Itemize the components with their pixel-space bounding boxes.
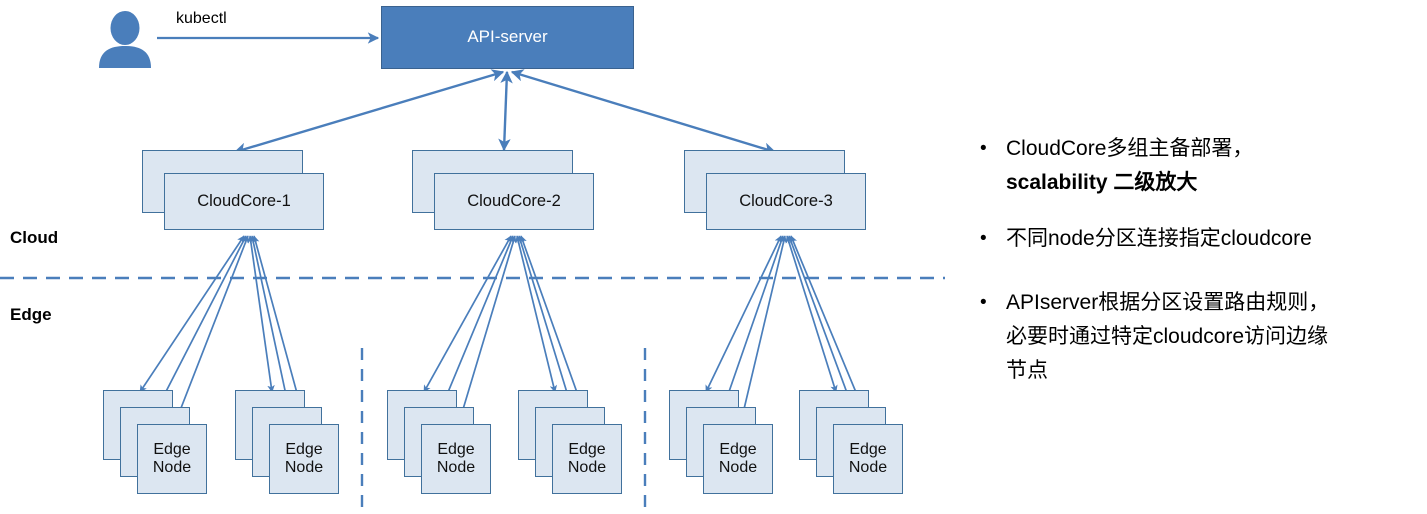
note-item-3: • APIserver根据分区设置路由规则， 必要时通过特定cloudcore访… [980, 286, 1420, 388]
note-3-line-1: APIserver根据分区设置路由规则， [1006, 291, 1330, 314]
note-3-line-3: 节点 [1006, 359, 1048, 382]
edge-node-3-box[interactable]: Edge Node [421, 424, 491, 494]
edge-node-5-box[interactable]: Edge Node [703, 424, 773, 494]
note-1-line-2: scalability 二级放大 [1006, 171, 1198, 194]
note-item-1: • CloudCore多组主备部署， scalability 二级放大 [980, 132, 1420, 200]
note-text-2: 不同node分区连接指定cloudcore [1006, 222, 1420, 256]
edge-node-2-box[interactable]: Edge Node [269, 424, 339, 494]
notes-panel: • CloudCore多组主备部署， scalability 二级放大 • 不同… [980, 132, 1420, 410]
kubectl-edge-label: kubectl [176, 10, 227, 27]
cloudcore-2-box[interactable]: CloudCore-2 [434, 173, 594, 230]
note-item-2: • 不同node分区连接指定cloudcore [980, 222, 1420, 256]
edge-node-4-box[interactable]: Edge Node [552, 424, 622, 494]
edge-node-1-box[interactable]: Edge Node [137, 424, 207, 494]
apiserver-cloudcore-links [233, 69, 777, 155]
note-bullet-icon: • [980, 138, 987, 159]
cloudcore-3-box[interactable]: CloudCore-3 [706, 173, 866, 230]
cloudcore-3-edge-links [705, 235, 871, 427]
note-text-1: CloudCore多组主备部署， scalability 二级放大 [1006, 132, 1420, 200]
edge-node-6-box[interactable]: Edge Node [833, 424, 903, 494]
note-3-line-2: 必要时通过特定cloudcore访问边缘 [1006, 325, 1329, 348]
cloudcore-1-box[interactable]: CloudCore-1 [164, 173, 324, 230]
note-1-line-1: CloudCore多组主备部署， [1006, 137, 1254, 160]
note-bullet-icon: • [980, 292, 987, 313]
cloudcore-2-edge-links [423, 235, 591, 427]
zone-label-edge: Edge [10, 305, 52, 324]
api-server-box[interactable]: API-server [381, 6, 634, 69]
user-person-icon [99, 11, 151, 68]
note-2-line-1: 不同node分区连接指定cloudcore [1006, 227, 1312, 250]
zone-label-cloud: Cloud [10, 228, 59, 247]
note-text-3: APIserver根据分区设置路由规则， 必要时通过特定cloudcore访问边… [1006, 286, 1420, 388]
note-bullet-icon: • [980, 228, 987, 249]
